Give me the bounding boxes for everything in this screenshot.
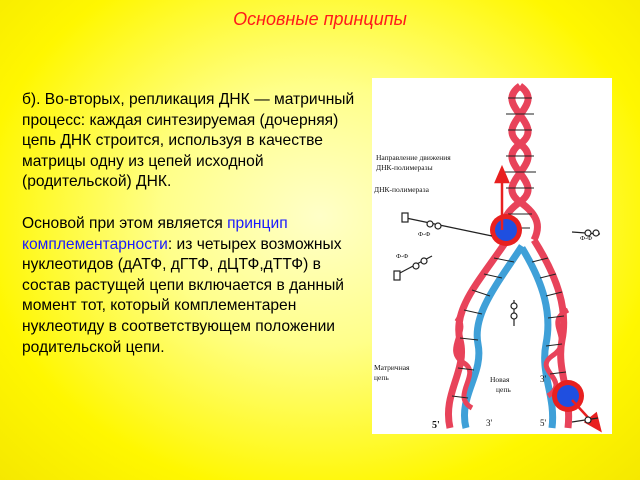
- arrow-up-head: [494, 164, 510, 184]
- free-nucleotides: [397, 217, 601, 424]
- label-template-1: Матричная: [374, 363, 410, 372]
- nucleotide-ff-1: Ф-Ф: [418, 231, 430, 238]
- right-template-twist: [543, 307, 570, 399]
- left-fork: [445, 238, 525, 429]
- nucleotide-ff-3: Ф-Ф: [396, 253, 408, 260]
- label-new-1: Новая: [490, 375, 510, 384]
- end-5-right: 5': [540, 418, 547, 428]
- left-new-strand: [461, 244, 525, 429]
- slide-title: Основные принципы: [233, 9, 407, 29]
- fork-rungs: [451, 257, 568, 401]
- right-new-strand: [519, 246, 557, 429]
- polymerase-core-top: [495, 219, 517, 241]
- label-template-2: цепь: [374, 373, 389, 382]
- paragraph-replication: б). Во-вторых, репликация ДНК — матричны…: [22, 91, 355, 191]
- label-polymerase: ДНК-полимераза: [374, 185, 430, 194]
- text-block: б). Во-вторых, репликация ДНК — матричны…: [22, 90, 367, 379]
- paragraph-complementarity: Основой при этом является принцип компле…: [22, 214, 367, 358]
- parent-strand-b: [508, 83, 541, 242]
- nucleotide-ff-2: Ф-Ф: [580, 235, 592, 242]
- para2-rest: : из четырех возможных нуклеотидов (дАТФ…: [22, 235, 344, 356]
- end-5-left: 5': [432, 420, 440, 431]
- end-3-bottom: 3': [486, 418, 493, 428]
- end-3-right: 3': [540, 374, 547, 384]
- polymerase-top: [490, 214, 522, 246]
- left-template-twist: [453, 315, 474, 411]
- label-direction-2: ДНК-полимеразы: [376, 163, 433, 172]
- label-new-2: цепь: [496, 385, 511, 394]
- dna-diagram-svg: Направление движения ДНК-полимеразы ДНК-…: [374, 83, 602, 433]
- para2-lead: Основой при этом является: [22, 214, 228, 232]
- label-direction-1: Направление движения: [376, 153, 451, 162]
- box-markers: [393, 212, 409, 281]
- complementarity-term: принцип комплементарности: [22, 214, 288, 253]
- dna-replication-figure: Направление движения ДНК-полимеразы ДНК-…: [372, 78, 612, 434]
